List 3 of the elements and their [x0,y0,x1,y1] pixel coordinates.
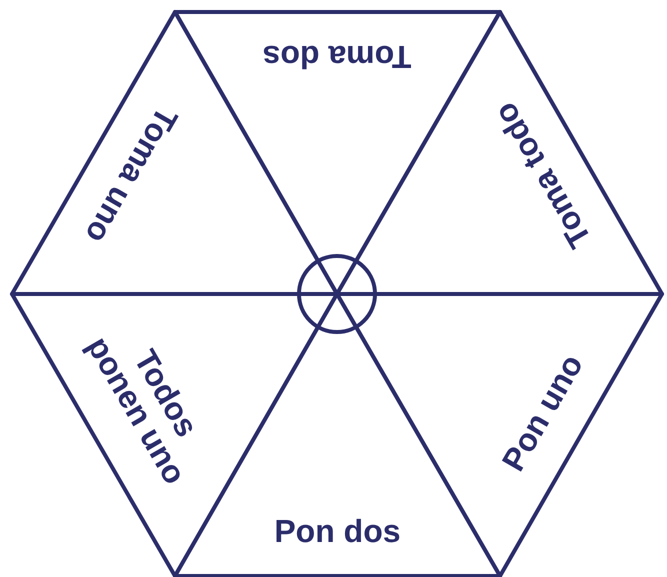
segment-label: Pon dos [274,515,401,549]
segment-label: Toma dos [263,39,412,73]
center-circle [297,254,377,334]
